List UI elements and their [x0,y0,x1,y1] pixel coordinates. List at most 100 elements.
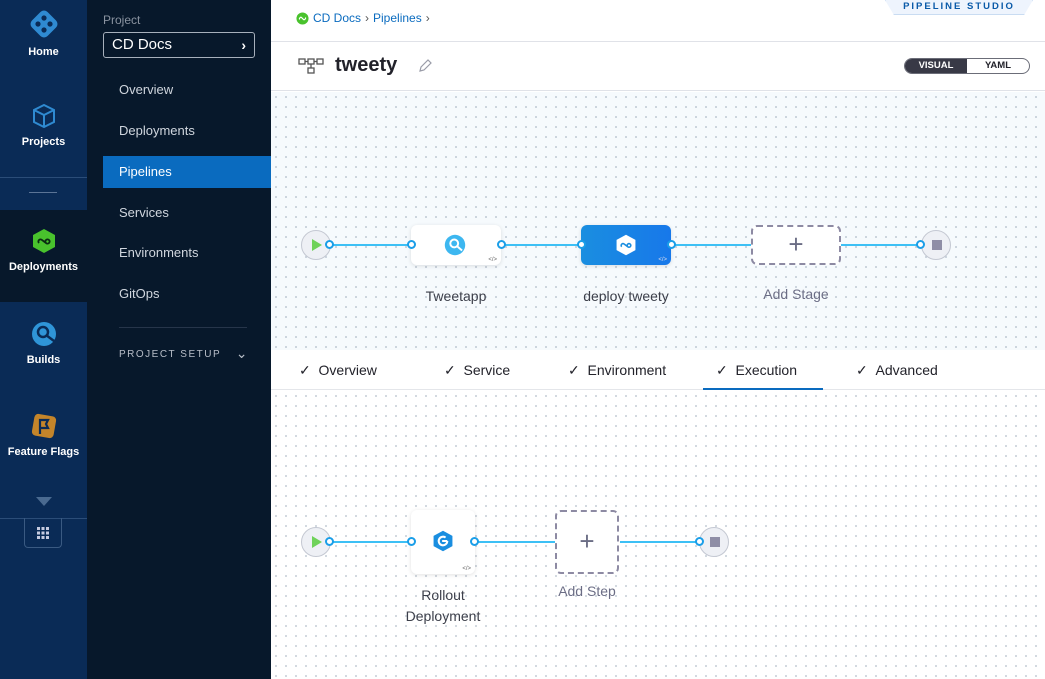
sidebar-item-deployments[interactable]: Deployments [119,123,195,138]
connector-port [407,537,416,546]
project-label: Project [103,13,141,27]
module-nav: Home Projects Deployments Builds Feature… [0,0,87,679]
nav-home[interactable]: Home [0,8,87,58]
cd-module-icon [296,11,309,25]
nav-divider [29,192,57,193]
play-icon [312,536,322,548]
connector-port [325,240,334,249]
execution-canvas: </> + Rollout Deployment Add Step [271,391,1045,679]
sidebar-item-environments[interactable]: Environments [119,245,199,260]
tab-environment-label: Environment [587,362,667,378]
nav-projects[interactable]: Projects [0,102,87,148]
nav-active-bg [0,210,87,302]
connector-port [407,240,416,249]
connector-port [695,537,704,546]
deployments-icon [32,229,55,253]
visual-toggle-button[interactable]: VISUAL [905,59,967,73]
connector-port [497,240,506,249]
apps-grid-button[interactable] [24,518,62,548]
stage-tabs [271,350,1045,390]
connector-line [501,244,581,246]
stop-icon [932,240,942,250]
connector-line [476,541,556,543]
builds-icon [31,322,56,346]
nav-home-label: Home [28,46,59,58]
nav-projects-label: Projects [21,136,66,148]
code-icon: </> [462,566,471,572]
nav-builds-label: Builds [26,354,61,366]
connector-line [671,244,751,246]
sidebar-item-pipelines[interactable]: Pipelines [103,156,271,188]
project-name: CD Docs [112,36,173,53]
chevron-down-icon: ⌄ [235,345,249,361]
project-setup-label: PROJECT SETUP [119,349,222,360]
project-setup-toggle[interactable]: PROJECT SETUP ⌄ [119,345,249,361]
stop-icon [710,537,720,547]
connector-line [329,541,411,543]
nav-divider-bottom [0,518,87,519]
header-divider [271,41,1045,42]
grid-icon [37,527,49,539]
stage-label-deploy-tweety: deploy tweety [583,288,669,304]
connector-port [470,537,479,546]
home-icon [30,10,57,38]
breadcrumb-project[interactable]: CD Docs [313,11,362,25]
project-selector[interactable]: CD Docs › [103,32,255,58]
add-stage-label: Add Stage [763,286,829,302]
pipeline-title: tweety [335,54,398,76]
pipeline-studio: CD Docs› Pipelines› PIPELINE STUDIO twee… [271,0,1045,679]
pipeline-end-node [921,230,951,260]
add-stage-button[interactable]: + [751,225,841,265]
header-bottom-border [271,90,1045,91]
chevron-right-icon: › [241,37,246,53]
builds-stage-icon [444,234,466,256]
add-step-button[interactable]: + [555,510,619,574]
step-label-rollout-deployment: Rollout Deployment [405,587,481,624]
view-toggle: VISUAL YAML [904,58,1030,74]
stage-canvas: </> </> + Tweetapp deploy tweety Add Sta… [271,92,1045,350]
connector-port [325,537,334,546]
nav-deployments[interactable]: Deployments [0,227,87,273]
connector-port [916,240,925,249]
connector-port [667,240,676,249]
tab-execution-label: Execution [735,362,797,378]
stage-node-tweetapp[interactable]: </> [411,225,501,265]
sidebar-divider [119,327,247,328]
tab-service-label: Service [463,362,511,378]
nav-feature-flags[interactable]: Feature Flags [0,412,87,458]
nav-feature-flags-label: Feature Flags [7,446,80,458]
stage-node-deploy-tweety[interactable]: </> [581,225,671,265]
nav-builds[interactable]: Builds [0,320,87,366]
pipeline-icon [298,58,324,74]
step-node-rollout-deployment[interactable]: </> [411,510,475,574]
tab-execution[interactable]: ✓ Execution [703,350,823,390]
flag-icon [31,413,56,439]
sidebar-item-gitops[interactable]: GitOps [119,286,160,301]
play-icon [312,239,322,251]
connector-line [620,541,700,543]
add-step-label: Add Step [558,583,616,599]
tab-advanced[interactable]: ✓ Advanced [856,362,938,378]
code-icon: </> [488,257,497,263]
yaml-toggle-button[interactable]: YAML [984,60,1012,71]
project-sidebar: Project CD Docs › Overview Deployments P… [87,0,271,679]
nav-more-arrow-icon[interactable] [36,497,52,506]
nav-divider-line [0,177,87,178]
connector-line [329,244,411,246]
breadcrumb: CD Docs› Pipelines› [296,11,430,25]
sidebar-item-services[interactable]: Services [119,205,169,220]
connector-line [839,244,919,246]
sidebar-item-overview[interactable]: Overview [119,82,174,97]
tab-environment[interactable]: ✓ Environment [568,362,667,378]
rollout-icon [433,530,453,552]
edit-pencil-icon[interactable] [417,58,433,74]
nav-deployments-label: Deployments [8,261,79,273]
breadcrumb-pipelines[interactable]: Pipelines [373,11,422,25]
code-icon: </> [658,257,667,263]
tab-overview-label: Overview [318,362,377,378]
tab-service[interactable]: ✓ Service [444,362,511,378]
connector-port [577,240,586,249]
deploy-stage-icon [616,234,636,256]
cube-icon [32,103,55,129]
tab-overview[interactable]: ✓ Overview [299,362,377,378]
